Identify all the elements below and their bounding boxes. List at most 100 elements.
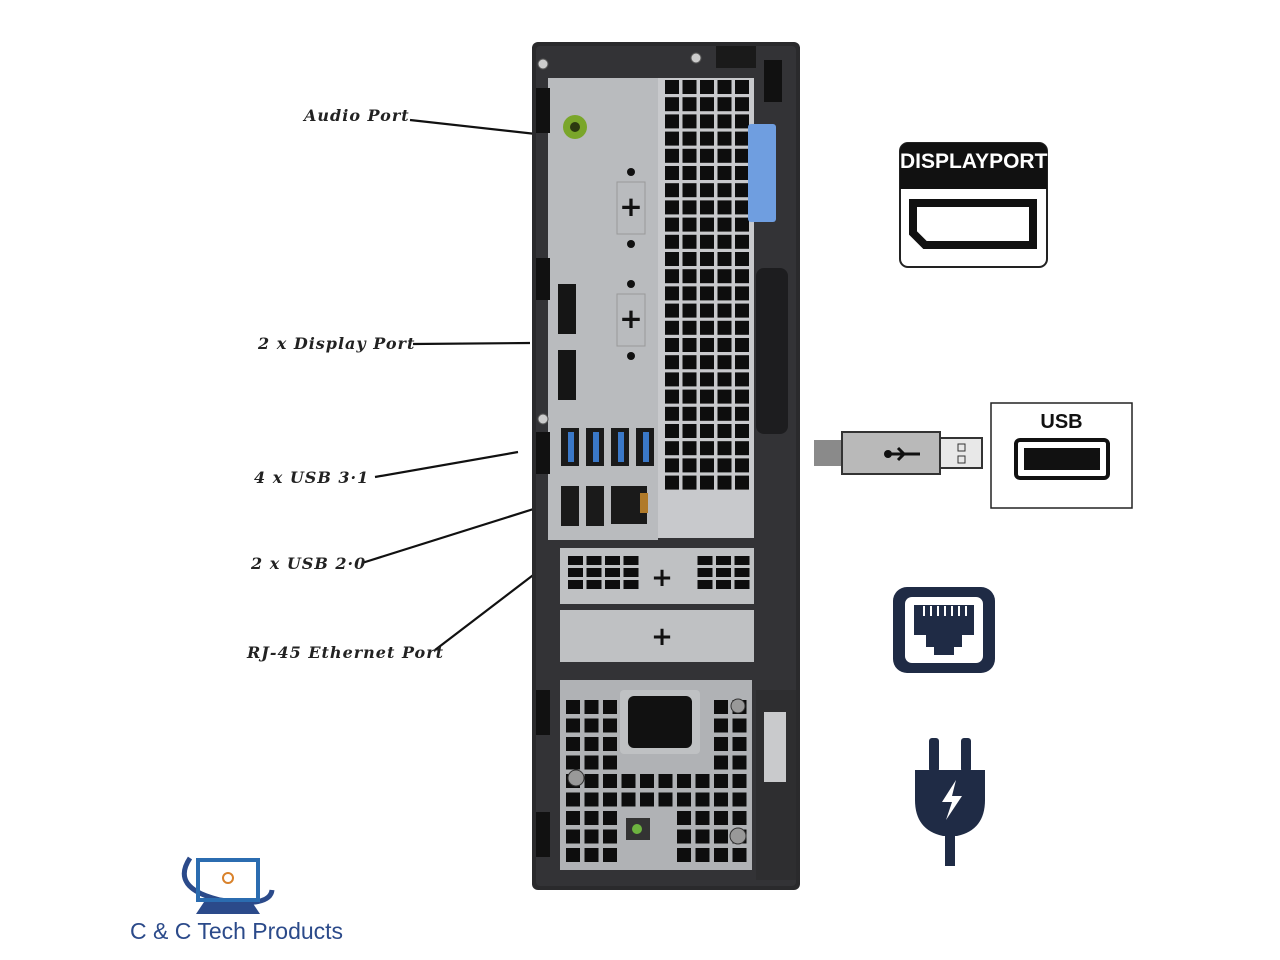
grille-hole xyxy=(682,148,697,163)
grille-hole xyxy=(697,580,713,589)
grille-hole xyxy=(682,166,697,180)
grille-hole xyxy=(732,774,747,788)
ethernet-port-icon xyxy=(893,587,995,673)
grille-hole xyxy=(621,774,636,788)
grille-hole xyxy=(700,406,714,421)
grille-hole xyxy=(717,114,732,129)
grille-hole xyxy=(700,217,714,232)
grille-hole xyxy=(665,320,679,335)
grille-hole xyxy=(697,568,713,577)
grille-hole xyxy=(677,774,691,788)
grille-hole xyxy=(566,792,580,807)
grille-hole xyxy=(677,792,691,807)
grille-hole xyxy=(682,286,697,301)
displayport-2 xyxy=(558,350,576,400)
company-logo xyxy=(181,856,275,914)
grille-hole xyxy=(568,556,583,565)
grille-hole xyxy=(568,568,583,577)
grille-hole xyxy=(735,166,749,180)
grille-hole xyxy=(621,792,636,807)
latch[interactable] xyxy=(748,124,776,222)
grille-hole xyxy=(714,700,728,714)
grille-hole xyxy=(717,97,732,112)
svg-text:+: + xyxy=(651,622,673,652)
grille-hole xyxy=(700,97,714,112)
label-audio-port: Audio Port xyxy=(304,106,410,125)
grille-hole xyxy=(717,424,732,438)
grille-hole xyxy=(735,475,749,490)
grille-hole xyxy=(665,303,679,318)
grille-hole xyxy=(566,718,580,733)
grille-hole xyxy=(682,97,697,112)
grille-hole xyxy=(665,131,679,146)
grille-hole xyxy=(700,252,714,266)
grille-hole xyxy=(695,811,710,825)
grille-hole xyxy=(695,829,710,844)
grille-hole xyxy=(665,217,679,232)
grille-hole xyxy=(682,80,697,94)
grille-hole xyxy=(714,848,728,862)
grille-hole xyxy=(682,355,697,370)
grille-hole xyxy=(717,389,732,404)
pc-tower: + + + + xyxy=(532,42,800,890)
grille-hole xyxy=(682,338,697,352)
grille-hole xyxy=(665,286,679,301)
grille-hole xyxy=(700,286,714,301)
grille-hole xyxy=(566,848,580,862)
grille-hole xyxy=(734,568,750,577)
grille-hole xyxy=(717,303,732,318)
grille-hole xyxy=(682,458,697,473)
grille-hole xyxy=(682,424,697,438)
leader-usb31 xyxy=(374,450,519,479)
label-usb20: 2 x USB 2·0 xyxy=(251,554,367,573)
grille-hole xyxy=(682,303,697,318)
grille-hole xyxy=(584,829,599,844)
grille-hole xyxy=(717,183,732,198)
grille-hole xyxy=(682,406,697,421)
grille-hole xyxy=(735,286,749,301)
grille-hole xyxy=(714,811,728,825)
grille-hole xyxy=(717,458,732,473)
usb20-port-2 xyxy=(586,486,604,526)
grille-hole xyxy=(735,372,749,387)
grille-hole xyxy=(640,774,654,788)
grille-hole xyxy=(665,97,679,112)
grille-hole xyxy=(665,183,679,198)
grille-hole xyxy=(700,131,714,146)
grille-hole xyxy=(603,737,617,751)
ventilation-grille xyxy=(665,80,749,490)
grille-hole xyxy=(735,97,749,112)
grille-hole xyxy=(605,568,620,577)
grille-hole xyxy=(700,389,714,404)
grille-hole xyxy=(665,80,679,94)
grille-hole xyxy=(716,580,731,589)
grille-hole xyxy=(665,475,679,490)
grille-hole xyxy=(735,131,749,146)
grille-hole xyxy=(623,556,639,565)
grille-hole xyxy=(717,166,732,180)
grille-hole xyxy=(584,811,599,825)
grille-hole xyxy=(735,252,749,266)
grille-hole xyxy=(735,458,749,473)
grille-hole xyxy=(586,580,602,589)
grille-hole xyxy=(735,424,749,438)
grille-hole xyxy=(658,792,673,807)
grille-hole xyxy=(732,792,747,807)
grille-hole xyxy=(735,338,749,352)
grille-hole xyxy=(734,556,750,565)
grille-hole xyxy=(700,80,714,94)
grille-hole xyxy=(566,700,580,714)
grille-hole xyxy=(665,114,679,129)
grille-hole xyxy=(717,234,732,249)
grille-hole xyxy=(603,774,617,788)
grille-hole xyxy=(665,234,679,249)
grille-hole xyxy=(700,320,714,335)
grille-hole xyxy=(665,458,679,473)
grille-hole xyxy=(665,355,679,370)
grille-hole xyxy=(682,269,697,284)
displayport-icon xyxy=(899,142,1048,268)
grille-hole xyxy=(603,718,617,733)
grille-hole xyxy=(700,200,714,215)
grille-hole xyxy=(717,269,732,284)
